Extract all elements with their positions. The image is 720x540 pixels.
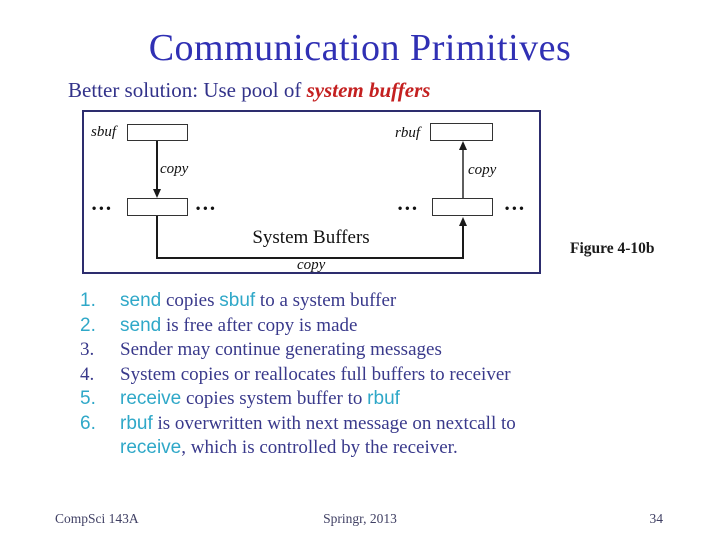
- subtitle: Better solution: Use pool of system buff…: [68, 78, 430, 103]
- system-buffer-right-rect: [432, 198, 493, 216]
- list-number: 3.: [80, 339, 95, 360]
- list-number: [80, 436, 120, 461]
- rbuf-label: rbuf: [395, 125, 421, 141]
- page-title: Communication Primitives: [148, 27, 572, 69]
- sbuf-rect: [127, 124, 188, 141]
- ellipsis-left-outer: •••: [92, 201, 114, 215]
- footer-course: CompSci 143A: [55, 511, 139, 526]
- list-text: receive copies system buffer to rbuf: [120, 387, 400, 412]
- list-text-segment: send: [120, 290, 162, 311]
- system-buffer-left-rect: [127, 198, 188, 216]
- diagram-arrows: [153, 141, 467, 259]
- ellipsis-right-inner: •••: [398, 201, 420, 215]
- numbered-list: 1. send copies sbuf to a system buffer 2. s…: [80, 289, 680, 461]
- list-text-segment: sbuf: [219, 290, 256, 311]
- list-text-segment: copies: [161, 290, 220, 311]
- list-text-segment: rbuf: [367, 388, 400, 409]
- footer-page-number: 34: [649, 511, 664, 526]
- list-text-segment: is free after copy is made: [161, 314, 358, 336]
- list-item: 4. System copies or reallocates full buff…: [80, 363, 680, 388]
- list-text-segment: send: [120, 314, 162, 336]
- list-text-segment: rbuf: [120, 412, 153, 434]
- list-text-segment: receive: [120, 437, 182, 458]
- list-text: rbuf is overwritten with next message on…: [120, 412, 516, 437]
- list-text: System copies or reallocates full buffer…: [120, 363, 511, 388]
- ellipsis-left-inner: •••: [196, 201, 218, 215]
- list-item: 6. rbuf is overwritten with next message …: [80, 412, 680, 437]
- list-item: 2. send is free after copy is made: [80, 314, 680, 339]
- list-text-segment: receive: [120, 388, 182, 409]
- footer-term: Springr, 2013: [323, 511, 397, 526]
- copy-left-label: copy: [160, 161, 189, 177]
- list-text-segment: System copies or reallocates full buffer…: [120, 363, 511, 385]
- list-number: 2.: [80, 314, 96, 336]
- list-text: Sender may continue generating messages: [120, 338, 442, 363]
- list-number: 1.: [80, 290, 96, 311]
- ellipsis-right-outer: •••: [505, 201, 527, 215]
- list-text-segment: copies system buffer to: [181, 388, 368, 409]
- list-item: 3. Sender may continue generating message…: [80, 338, 680, 363]
- copy-bottom-label: copy: [297, 257, 326, 273]
- list-text: send copies sbuf to a system buffer: [120, 289, 396, 314]
- sbuf-label: sbuf: [91, 124, 117, 140]
- rbuf-rect: [430, 123, 493, 141]
- list-item: 5. receive copies system buffer to rbuf: [80, 387, 680, 412]
- list-number: 5.: [80, 388, 96, 409]
- list-text-segment: , which is controlled by the receiver.: [181, 437, 458, 458]
- list-text-segment: to a system buffer: [255, 290, 397, 311]
- list-text: send is free after copy is made: [120, 314, 357, 339]
- list-text-segment: Sender may continue generating messages: [120, 339, 442, 360]
- copy-right-label: copy: [468, 162, 497, 178]
- list-text-segment: is overwritten with next message on next…: [152, 412, 516, 434]
- list-item: receive, which is controlled by the rece…: [80, 436, 680, 461]
- list-item: 1. send copies sbuf to a system buffer: [80, 289, 680, 314]
- buffer-diagram: sbuf copy ••• ••• System Buffers copy rb…: [82, 110, 541, 274]
- figure-caption: Figure 4-10b: [570, 240, 655, 257]
- system-buffers-label: System Buffers: [252, 227, 370, 248]
- list-number: 4.: [80, 363, 95, 385]
- subtitle-emphasis: system buffers: [306, 78, 431, 102]
- subtitle-prefix: Better solution: Use pool of: [68, 78, 307, 102]
- list-number: 6.: [80, 412, 96, 434]
- list-text: receive, which is controlled by the rece…: [120, 436, 458, 461]
